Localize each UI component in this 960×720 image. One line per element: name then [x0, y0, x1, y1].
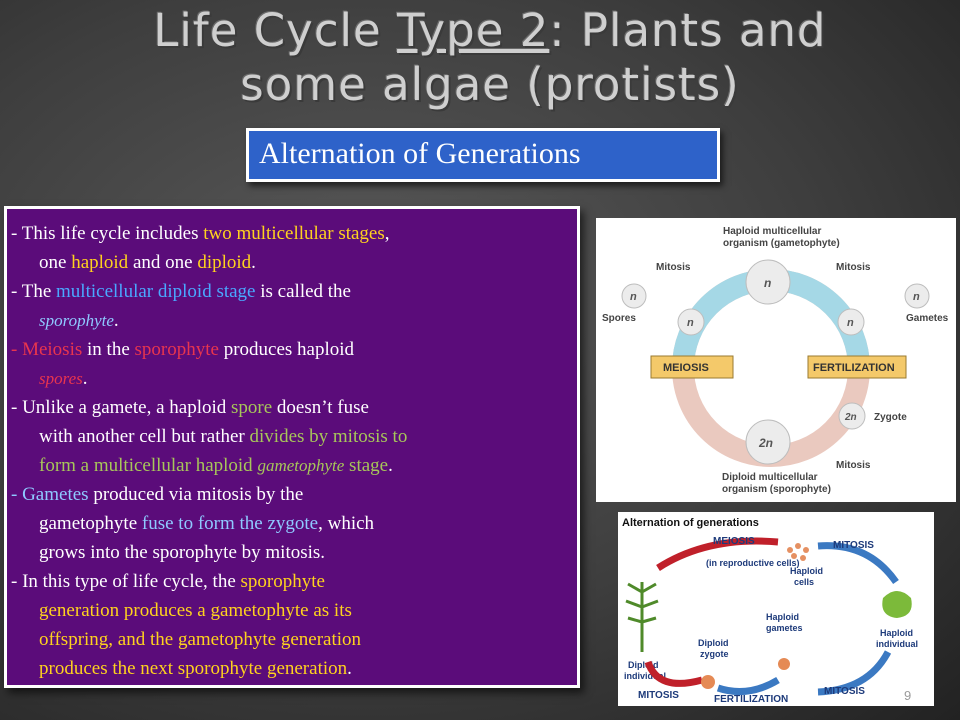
title-rest: : Plants and — [549, 4, 827, 57]
life-cycle-svg: n n n n n 2n 2n MEIOSIS FERTILIZATION Ha… — [602, 226, 949, 495]
2n-label-zygote: 2n — [844, 412, 857, 423]
n-label-spore: n — [630, 291, 637, 303]
page-number: 9 — [904, 688, 912, 703]
fig2-mitosis-right: MITOSIS — [824, 686, 865, 697]
line-1: - This life cycle includes two multicell… — [11, 223, 390, 244]
fig2-diploid-ind-1: Diploid — [628, 660, 659, 670]
mitosis-left-label: Mitosis — [656, 262, 691, 273]
diploid-organism-circle — [745, 419, 791, 465]
n-label-gamete: n — [913, 291, 920, 303]
line-2: one haploid and one diploid. — [39, 252, 256, 273]
subtitle-box: Alternation of Generations — [246, 128, 720, 182]
fig2-haploid-gametes-1: Haploid — [766, 612, 799, 622]
gametes-label: Gametes — [906, 313, 949, 324]
fertilization-box — [807, 355, 907, 379]
alternation-svg: Alternation of generations MEIOSIS (in r… — [622, 517, 918, 705]
fig2-meiosis: MEIOSIS — [713, 536, 755, 547]
title-prefix: Life Cycle — [153, 4, 398, 57]
fig2-diploid-zygote-1: Diploid — [698, 638, 729, 648]
zygote-label: Zygote — [874, 412, 907, 423]
mitosis-right-arrow — [817, 650, 892, 696]
bottom-label-2: organism (sporophyte) — [722, 484, 831, 495]
line-10: - Gametes produced via mitosis by the — [11, 484, 304, 505]
n-label-top: n — [764, 276, 771, 290]
text-panel: - This life cycle includes two multicell… — [4, 206, 580, 688]
spores-label: Spores — [602, 313, 636, 324]
haploid-cell-dot — [803, 547, 809, 553]
meiosis-arrow — [656, 537, 779, 571]
mitosis-left-arrow — [644, 660, 703, 687]
fig2-diploid-zygote-2: zygote — [700, 649, 729, 659]
line-12: grows into the sporophyte by mitosis. — [39, 542, 326, 563]
n-label-left: n — [687, 317, 694, 329]
bottom-label-1: Diploid multicellular — [722, 472, 818, 483]
fig2-haploid-ind-1: Haploid — [880, 628, 913, 638]
fig2-mitosis-top: MITOSIS — [833, 540, 874, 551]
n-label-right: n — [847, 317, 854, 329]
n-circle-left — [677, 308, 705, 336]
line-5: - Meiosis in the sporophyte produces hap… — [11, 339, 355, 360]
2n-label-bottom: 2n — [758, 436, 773, 450]
haploid-cell-dot — [787, 547, 793, 553]
diploid-individual-fern — [625, 582, 659, 652]
line-4: sporophyte. — [39, 310, 119, 331]
n-circle-gamete — [904, 283, 930, 309]
fig2-mitosis-left: MITOSIS — [638, 690, 679, 701]
line-13: - In this type of life cycle, the sporop… — [11, 571, 325, 592]
line-7: - Unlike a gamete, a haploid spore doesn… — [11, 397, 369, 418]
fig2-fertilization: FERTILIZATION — [714, 694, 788, 705]
mitosis-right-label: Mitosis — [836, 262, 871, 273]
fig2-haploid-ind-2: individual — [876, 639, 918, 649]
title-underlined: Type 2 — [397, 4, 550, 57]
haploid-cell-dot — [791, 553, 797, 559]
slide-title: Life Cycle Type 2: Plants and some algae… — [60, 4, 920, 112]
meiosis-label: MEIOSIS — [663, 362, 709, 374]
n-circle-spore — [621, 283, 647, 309]
fertilization-label: FERTILIZATION — [813, 362, 895, 374]
alternation-diagram: Alternation of generations MEIOSIS (in r… — [618, 512, 934, 706]
mitosis-bottom-label: Mitosis — [836, 460, 871, 471]
meiosis-box — [650, 355, 734, 379]
top-label-1: Haploid multicellular — [723, 226, 821, 237]
haploid-cell-dot — [795, 543, 801, 549]
line-14: generation produces a gametophyte as its — [39, 600, 352, 621]
title-line-2: some algae (protists) — [240, 58, 740, 111]
n-circle-right — [837, 308, 865, 336]
line-3: - The multicellular diploid stage is cal… — [11, 281, 351, 302]
fig2-haploid-gametes-2: gametes — [766, 623, 803, 633]
haploid-organism-circle — [745, 259, 791, 305]
fig2-haploid-cells-1: Haploid — [790, 566, 823, 576]
text-lines: - This life cycle includes two multicell… — [11, 219, 571, 683]
fig2-diploid-ind-2: individual — [624, 671, 666, 681]
fig2-title: Alternation of generations — [622, 517, 759, 529]
title-line-1: Life Cycle Type 2: Plants and — [60, 4, 920, 58]
line-16: produces the next sporophyte generation. — [39, 658, 352, 679]
haploid-individual-plant — [882, 591, 912, 618]
fertilization-arrow — [716, 676, 780, 696]
gamete-dot — [778, 658, 790, 670]
fig2-haploid-cells-2: cells — [794, 577, 814, 587]
line-15: offspring, and the gametophyte generatio… — [39, 629, 362, 650]
haploid-cell-dot — [800, 555, 806, 561]
zygote-dot — [701, 675, 715, 689]
top-label-2: organism (gametophyte) — [723, 238, 840, 249]
mitosis-top-arrow — [817, 542, 899, 585]
line-9: form a multicellular haploid gametophyte… — [39, 455, 393, 476]
zygote-circle — [838, 402, 866, 430]
line-11: gametophyte fuse to form the zygote, whi… — [39, 513, 375, 534]
line-6: spores. — [39, 368, 88, 389]
subtitle-text: Alternation of Generations — [259, 137, 581, 170]
fig2-in-repro: (in reproductive cells) — [706, 558, 800, 568]
line-8: with another cell but rather divides by … — [39, 426, 408, 447]
life-cycle-diagram: n n n n n 2n 2n MEIOSIS FERTILIZATION Ha… — [596, 218, 956, 502]
